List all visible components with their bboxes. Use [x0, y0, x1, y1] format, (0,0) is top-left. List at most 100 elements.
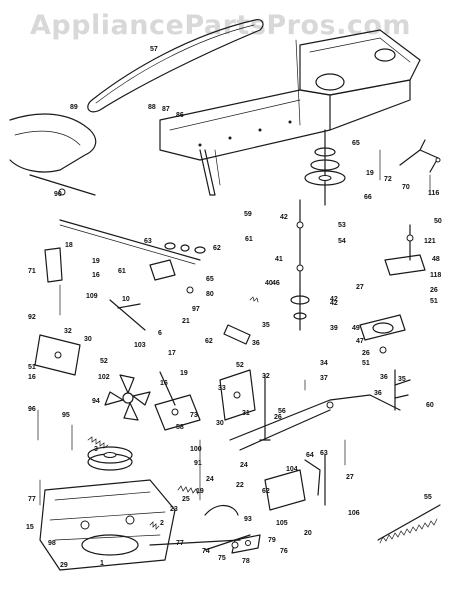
callout-91: 91 [194, 460, 202, 467]
springs [87, 296, 441, 544]
bracket-104 [231, 454, 326, 554]
callout-105: 105 [276, 520, 288, 527]
callout-30a: 30 [84, 336, 92, 343]
callout-24a: 24 [206, 476, 214, 483]
callout-19a: 19 [92, 258, 100, 265]
callout-19: 19 [366, 170, 374, 177]
callout-121: 121 [424, 238, 436, 245]
callout-86: 86 [176, 112, 184, 119]
callout-55: 55 [424, 494, 432, 501]
callout-23: 23 [170, 506, 178, 513]
callout-61a: 61 [245, 236, 253, 243]
callout-71: 71 [28, 268, 36, 275]
callout-40: 40 [265, 280, 273, 287]
callout-33: 33 [218, 385, 226, 392]
callout-73: 73 [190, 412, 198, 419]
callout-64: 64 [306, 452, 314, 459]
callout-102: 102 [98, 374, 110, 381]
callout-1: 1 [100, 560, 104, 567]
callout-62c: 62 [262, 488, 270, 495]
transaxle-pulley [87, 446, 133, 471]
callout-116: 116 [428, 190, 440, 197]
callout-32b: 32 [262, 373, 270, 380]
callout-100a: 100 [190, 446, 202, 453]
callout-3: 3 [94, 446, 98, 453]
callout-16c: 16 [160, 380, 168, 387]
callout-50: 50 [434, 218, 442, 225]
front-frame [9, 113, 97, 196]
callout-52a: 52 [100, 358, 108, 365]
callout-31: 31 [242, 410, 250, 417]
callout-16b: 16 [28, 374, 36, 381]
callout-60: 60 [426, 402, 434, 409]
bracket-33 [219, 369, 256, 421]
callout-51c: 51 [28, 364, 36, 371]
callout-65: 65 [352, 140, 360, 147]
callout-51a: 51 [430, 298, 438, 305]
callout-54: 54 [338, 238, 346, 245]
callout-32a: 32 [64, 328, 72, 335]
drive-belt [87, 19, 264, 113]
callout-95: 95 [62, 412, 70, 419]
callout-78: 78 [242, 558, 250, 565]
lever-61 [259, 374, 271, 441]
callout-27b: 27 [346, 474, 354, 481]
callout-36a: 36 [252, 340, 260, 347]
callout-2: 2 [160, 520, 164, 527]
callout-57: 57 [150, 46, 158, 53]
callout-16a: 16 [92, 272, 100, 279]
callout-109: 109 [86, 293, 98, 300]
callout-34: 34 [320, 360, 328, 367]
callout-41: 41 [275, 256, 283, 263]
callout-35b: 35 [398, 376, 406, 383]
lift-rod [59, 219, 201, 265]
callout-42c: 42 [330, 300, 338, 307]
idler-arm [359, 224, 426, 411]
bolts [37, 39, 431, 506]
callout-26a: 26 [430, 287, 438, 294]
callout-53: 53 [338, 222, 346, 229]
callout-56: 56 [278, 408, 286, 415]
callout-92: 92 [28, 314, 36, 321]
callout-10: 10 [122, 296, 130, 303]
callout-39: 39 [330, 325, 338, 332]
rod-62 [223, 324, 251, 345]
callout-76: 76 [280, 548, 288, 555]
callout-72: 72 [384, 176, 392, 183]
callout-97: 97 [192, 306, 200, 313]
callout-52b: 52 [236, 362, 244, 369]
engine-pulley [290, 129, 346, 331]
callout-59: 59 [244, 211, 252, 218]
callout-26c: 26 [274, 414, 282, 421]
callout-96: 96 [28, 406, 36, 413]
callout-103: 103 [134, 342, 146, 349]
tractor-frame [159, 29, 421, 196]
callout-26b: 26 [362, 350, 370, 357]
callout-36c: 36 [374, 390, 382, 397]
callout-15: 15 [26, 524, 34, 531]
callout-42a: 42 [280, 214, 288, 221]
callout-22: 22 [236, 482, 244, 489]
callout-77a: 77 [28, 496, 36, 503]
callout-27a: 27 [356, 284, 364, 291]
callout-19b: 19 [180, 370, 188, 377]
callout-24b: 24 [240, 462, 248, 469]
callout-36b: 36 [380, 374, 388, 381]
callout-47: 47 [356, 338, 364, 345]
pivot-parts [34, 242, 206, 376]
callout-6: 6 [158, 330, 162, 337]
callout-65b: 65 [206, 276, 214, 283]
callout-93: 93 [244, 516, 252, 523]
callout-46: 46 [272, 280, 280, 287]
callout-70: 70 [402, 184, 410, 191]
callout-49: 49 [352, 325, 360, 332]
callout-25: 25 [182, 496, 190, 503]
callout-89: 89 [70, 104, 78, 111]
callout-77b: 77 [176, 540, 184, 547]
callout-74: 74 [202, 548, 210, 555]
callout-35a: 35 [262, 322, 270, 329]
link-pieces [204, 534, 251, 551]
shift-rod [229, 394, 401, 451]
